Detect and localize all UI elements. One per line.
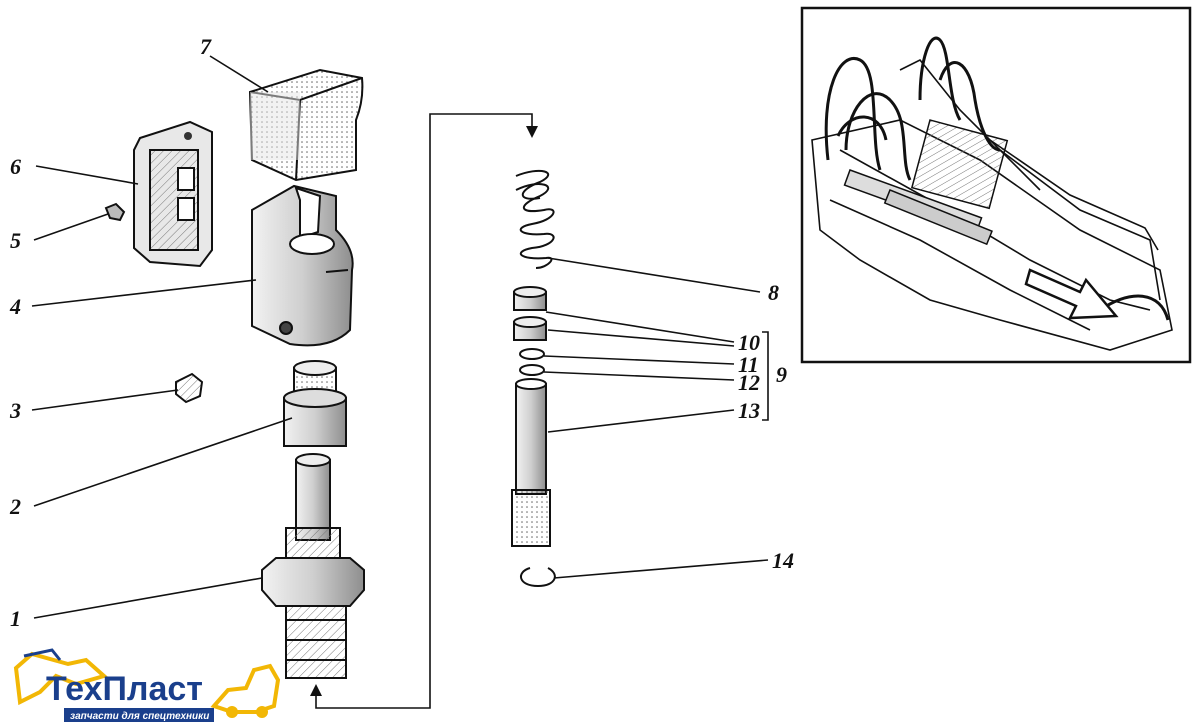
part-4-body [251, 184, 354, 347]
callout-2: 2 [9, 494, 21, 519]
leader-lines [31, 55, 769, 619]
excavator-icon [13, 651, 109, 706]
callout-12: 12 [738, 370, 760, 395]
part-6-housing [133, 120, 213, 268]
callout-6: 6 [10, 154, 21, 179]
arrow-up-icon [310, 684, 322, 696]
part-3-nut [175, 372, 204, 404]
callout-7: 7 [200, 34, 212, 59]
company-logo: ТехПласт запчасти для спецтехники [13, 648, 281, 722]
callout-5: 5 [10, 228, 21, 253]
assembly-path [310, 113, 538, 709]
part-5-screw [104, 202, 126, 222]
callout-8: 8 [768, 280, 779, 305]
direction-arrow-icon [1024, 268, 1119, 320]
part-11-12-rings [519, 348, 545, 376]
logo-tagline: запчасти для спецтехники [70, 711, 209, 722]
callout-4: 4 [9, 294, 21, 319]
arrow-down-icon [526, 126, 538, 138]
callout-labels: 7 6 5 4 3 2 1 8 10 11 12 9 13 14 [9, 34, 794, 631]
part-2-bushing [283, 360, 347, 447]
machine-inset [800, 6, 1192, 364]
part-10-caps [513, 286, 547, 341]
callout-14: 14 [772, 548, 794, 573]
callout-11: 11 [738, 352, 759, 377]
part-13-tube [511, 378, 551, 547]
part-1-stem [261, 453, 365, 679]
callout-13: 13 [738, 398, 760, 423]
callout-9: 9 [776, 362, 787, 387]
loader-icon [210, 663, 281, 714]
part-14-snap-ring [520, 567, 556, 588]
logo-name: ТехПласт [46, 670, 203, 708]
part-8-spring [515, 169, 555, 269]
callout-1: 1 [10, 606, 21, 631]
callout-10: 10 [738, 330, 760, 355]
callout-3: 3 [9, 398, 21, 423]
part-7-cap [248, 68, 364, 182]
